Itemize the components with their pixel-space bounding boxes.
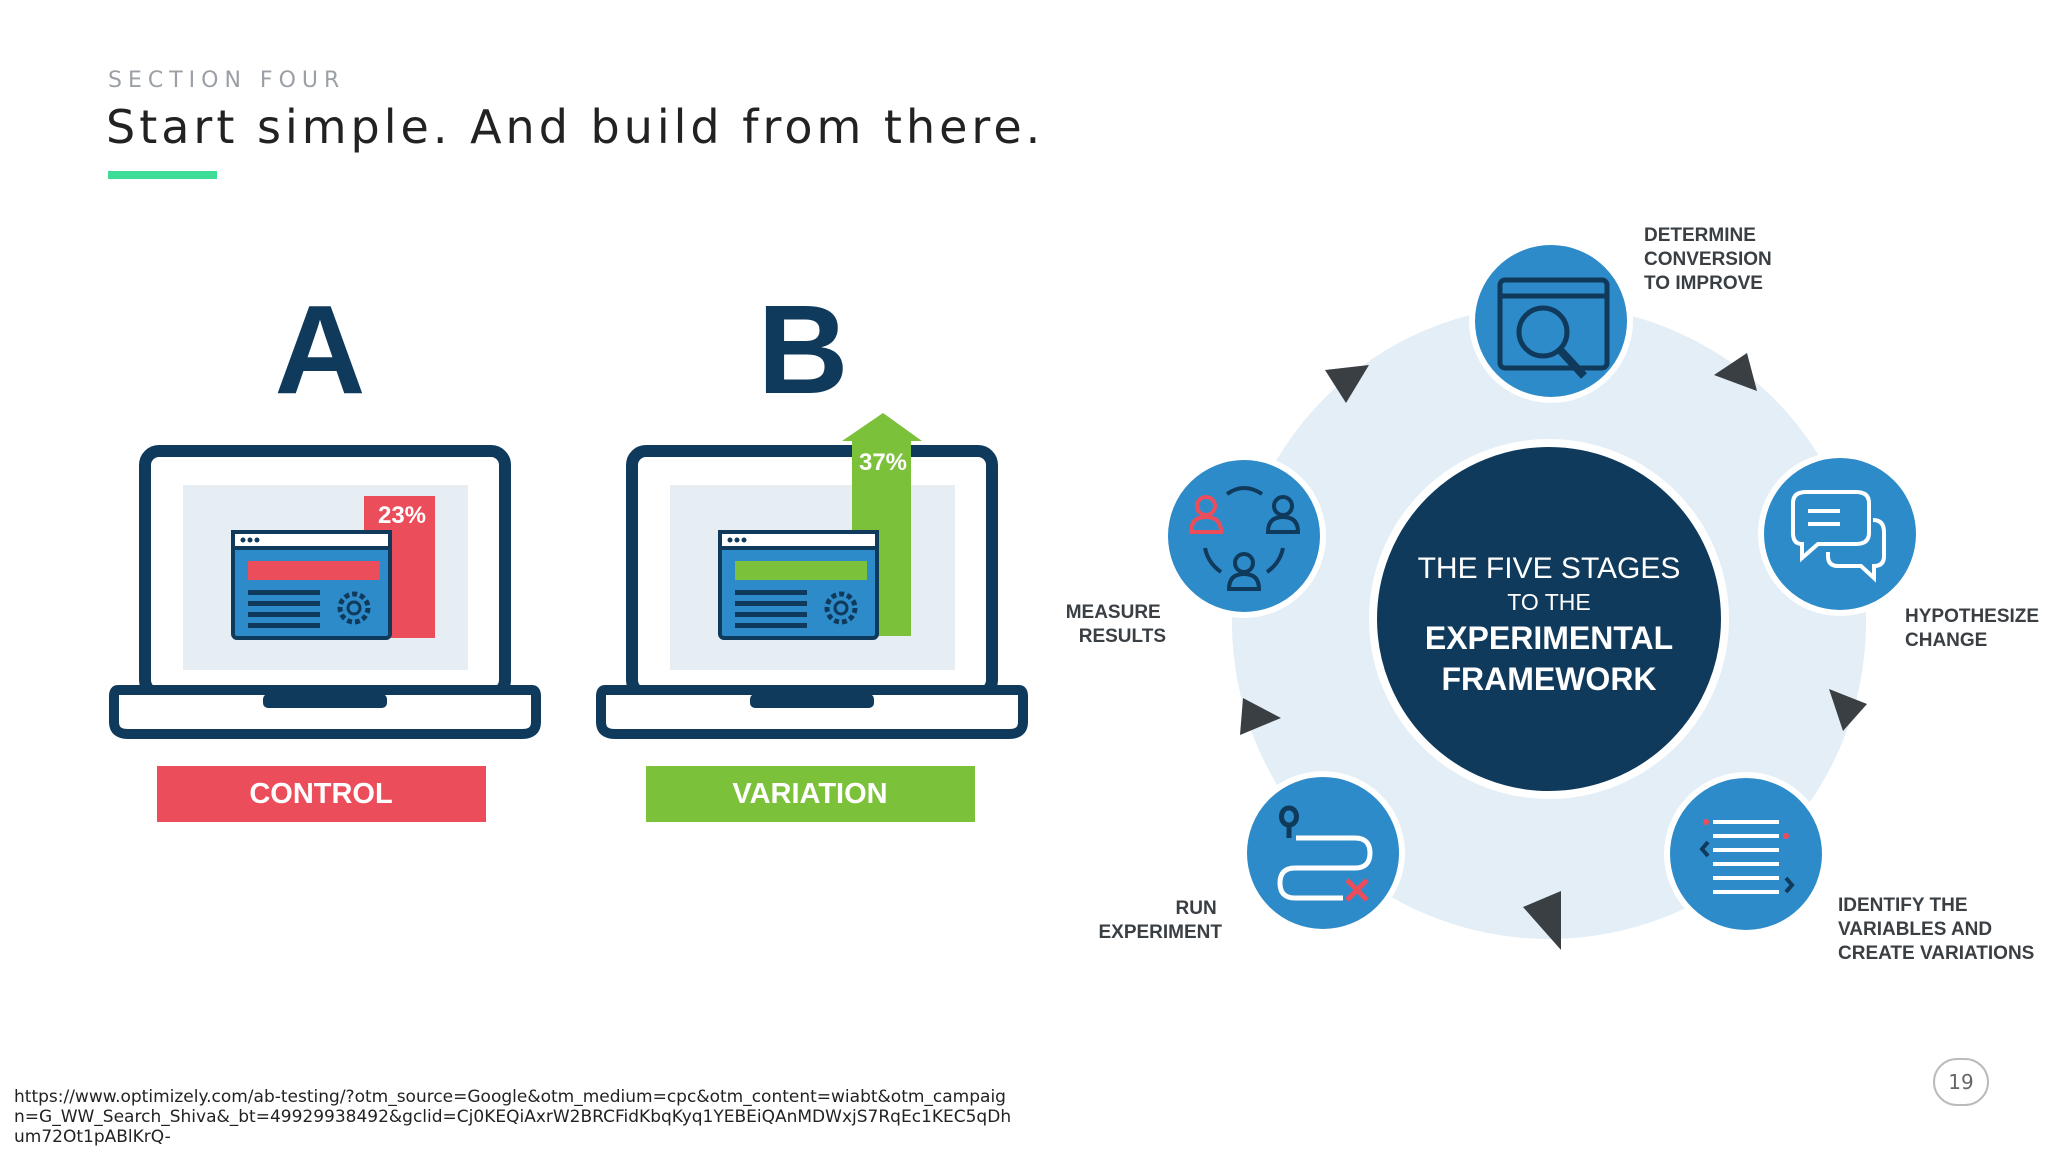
variant-a-letter: A [275,279,366,420]
page-title: Start simple. And build from there. [106,100,1045,154]
variant-b: B 37% VARIATION [596,279,1028,822]
stage-measure-results: MEASURE RESULTS [1066,454,1326,647]
control-label: CONTROL [249,778,392,810]
magnifier-browser-icon [1497,277,1610,379]
stage-run-experiment: RUN EXPERIMENT [1098,771,1405,943]
stage-hypothesize-change: HYPOTHESIZE CHANGE [1758,452,2044,651]
speech-bubbles-icon [1791,490,1886,583]
center-line-2: TO THE [1507,589,1591,615]
source-url[interactable]: https://www.optimizely.com/ab-testing/?o… [14,1087,1012,1147]
stage-label: MEASURE RESULTS [1066,602,1166,647]
cycle-arrow [1829,689,1867,731]
variant-b-letter: B [758,279,849,420]
center-line-1: THE FIVE STAGES [1418,552,1681,585]
center-line-4: FRAMEWORK [1441,661,1656,697]
stage-identify-variables: IDENTIFY THE VARIABLES AND CREATE VARIAT… [1664,772,2034,964]
stage-determine-conversion: DETERMINE CONVERSION TO IMPROVE [1469,225,1777,403]
stage-label: HYPOTHESIZE CHANGE [1905,606,2044,651]
variant-a: A 23% CONTROL [109,279,541,822]
users-cycle-icon [1188,486,1301,591]
ab-test-illustration: A 23% CONTROL [109,279,1028,822]
page-number: 19 [1933,1058,1989,1106]
variant-b-percent: 37% [859,449,907,476]
cycle-arrow [1240,698,1281,735]
cycle-arrow [1325,365,1369,403]
cycle-arrow [1523,891,1561,950]
center-line-3: EXPERIMENTAL [1425,620,1673,656]
variation-label-box [646,766,975,822]
browser-window-icon [718,530,879,640]
browser-window-icon [231,530,392,640]
variant-a-percent: 23% [378,502,426,529]
text-list-icon [1699,819,1795,894]
stage-label: RUN EXPERIMENT [1098,898,1222,943]
route-icon [1277,805,1373,902]
stage-label: DETERMINE CONVERSION TO IMPROVE [1644,225,1777,294]
control-label-box [157,766,486,822]
framework-center [1369,439,1729,799]
experimental-framework-diagram: THE FIVE STAGES TO THE EXPERIMENTAL FRAM… [1066,225,2044,964]
variation-label: VARIATION [732,778,887,810]
cycle-arrow [1714,353,1757,391]
stage-label: IDENTIFY THE VARIABLES AND CREATE VARIAT… [1838,895,2034,964]
section-label: SECTION FOUR [108,68,346,93]
title-underline [108,171,217,179]
